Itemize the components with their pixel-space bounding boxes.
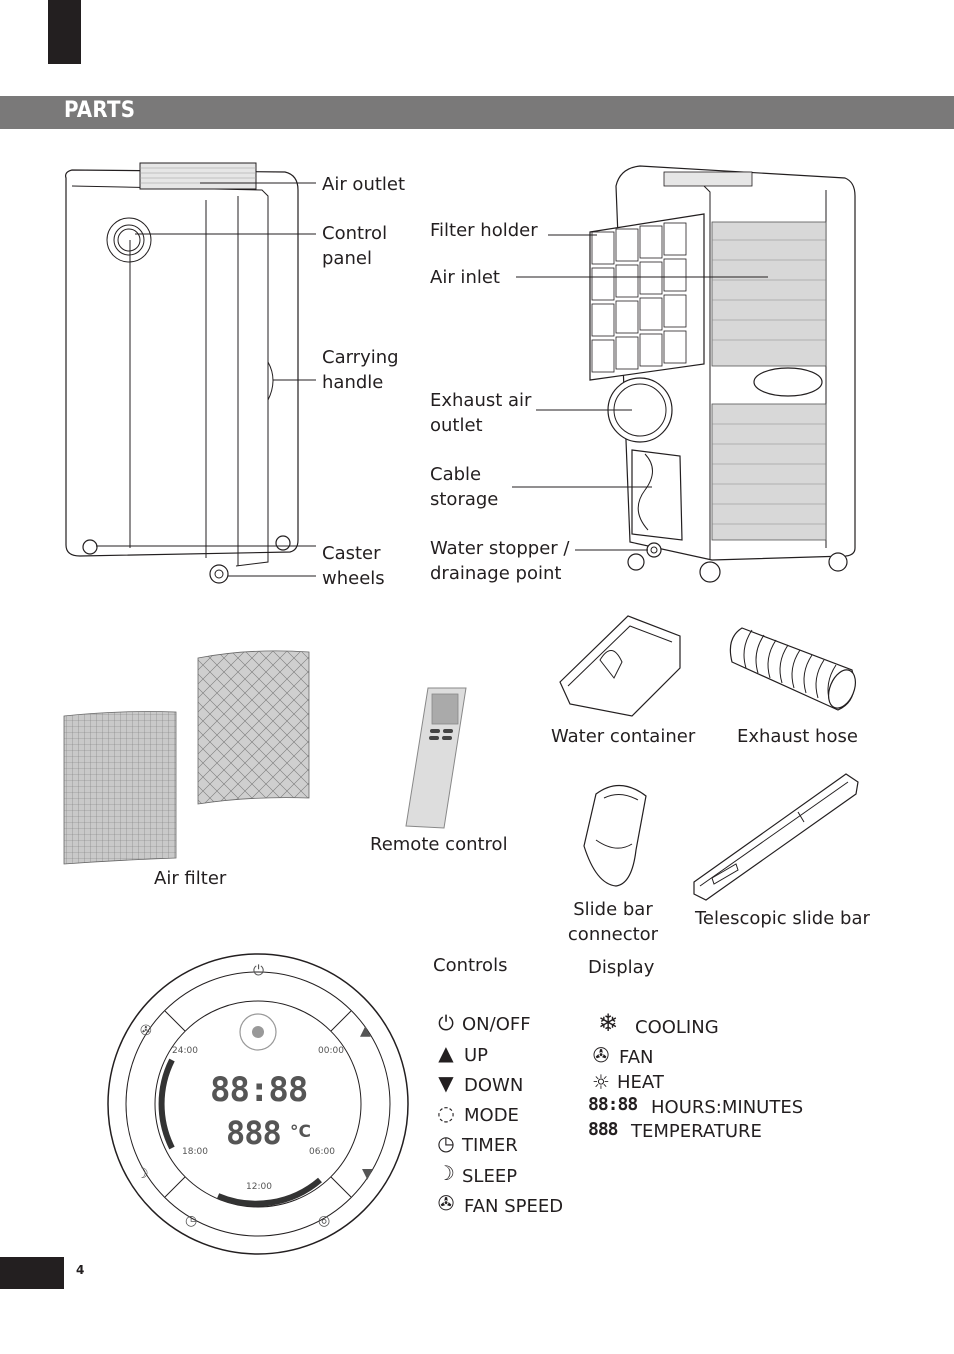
panel-clock-digits: 88:88 (210, 1070, 308, 1110)
up-icon: ▲ (438, 1041, 454, 1065)
label-remote-control: Remote control (370, 834, 508, 855)
timer-icon: ◷ (437, 1131, 455, 1155)
panel-time-12: 12:00 (246, 1182, 272, 1192)
label-air-filter: Air filter (154, 868, 227, 889)
display-heading: Display (588, 957, 655, 978)
fan-speed-button-icon: ✇ (140, 1023, 152, 1039)
slide-bar-connector-drawing (583, 784, 647, 887)
panel-time-24: 24:00 (172, 1046, 198, 1056)
panel-temp-unit: °C (290, 1122, 311, 1142)
control-label: FAN SPEED (464, 1196, 564, 1217)
label-control-panel: Control panel (322, 223, 388, 269)
down-button-icon: ▼ (362, 1166, 373, 1182)
temp-digits-icon: 888 (588, 1119, 618, 1140)
label-cable-storage: Cable storage (430, 464, 499, 510)
label-exhaust-air-outlet: Exhaust air outlet (430, 390, 532, 436)
panel-time-00: 00:00 (318, 1046, 344, 1056)
corner-tab (48, 0, 81, 64)
sleep-icon: ☽ (437, 1161, 455, 1185)
telescopic-slide-bar-drawing (693, 773, 859, 901)
label-air-outlet: Air outlet (322, 174, 406, 195)
display-label: TEMPERATURE (631, 1121, 762, 1142)
panel-temp-digits: 888 (226, 1114, 282, 1152)
air-filter-sheet-front (63, 711, 177, 865)
footer-tab (0, 1257, 64, 1289)
air-filter-sheet-back (197, 650, 310, 805)
label-exhaust-hose: Exhaust hose (737, 726, 858, 747)
display-label: HOURS:MINUTES (651, 1097, 804, 1118)
control-label: SLEEP (462, 1166, 518, 1187)
label-air-inlet: Air inlet (430, 267, 500, 288)
control-label: TIMER (462, 1135, 518, 1156)
fan-speed-icon: ✇ (437, 1191, 455, 1215)
panel-time-06: 06:00 (309, 1147, 335, 1157)
page-number: 4 (76, 1263, 85, 1277)
control-label: MODE (464, 1105, 519, 1126)
panel-time-18: 18:00 (182, 1147, 208, 1157)
label-telescopic-slide-bar: Telescopic slide bar (695, 908, 870, 929)
section-title: PARTS (64, 98, 136, 123)
up-button-icon: ▲ (360, 1023, 371, 1039)
display-label: COOLING (635, 1017, 719, 1038)
control-label: UP (464, 1045, 489, 1066)
control-label: DOWN (464, 1075, 524, 1096)
label-slide-bar-connector: Slide bar connector (567, 899, 659, 945)
sleep-button-icon: ☽ (136, 1166, 149, 1182)
rear-unit-drawing (589, 165, 856, 583)
control-label: ON/OFF (462, 1014, 531, 1035)
fan-icon: ✇ (592, 1043, 610, 1067)
label-filter-holder: Filter holder (430, 220, 538, 241)
controls-heading: Controls (433, 955, 508, 976)
display-label: FAN (619, 1047, 654, 1068)
down-icon: ▼ (438, 1071, 454, 1095)
remote-control-drawing (405, 687, 467, 829)
exhaust-hose-drawing (729, 627, 857, 711)
power-icon: ⏻ (438, 1011, 454, 1035)
control-panel-drawing: ⏻ ▲ ▼ ◎ ◷ ☽ ✇ (107, 953, 409, 1255)
label-caster-wheels: Caster wheels (322, 543, 385, 589)
power-button-icon: ⏻ (253, 963, 264, 979)
heat-icon: ☼ (592, 1070, 610, 1094)
mode-icon: ◌ (437, 1101, 455, 1125)
section-bar (0, 96, 954, 129)
cooling-icon: ❄ (597, 1009, 619, 1037)
timer-button-icon: ◷ (185, 1213, 197, 1229)
mode-button-icon: ◎ (318, 1213, 330, 1229)
front-unit-drawing (65, 162, 299, 584)
label-water-stopper: Water stopper / drainage point (430, 538, 570, 584)
display-label: HEAT (617, 1072, 664, 1093)
label-carrying-handle: Carrying handle (322, 347, 399, 393)
clock-digits-icon: 88:88 (588, 1094, 638, 1115)
water-container-drawing (559, 615, 681, 717)
label-water-container: Water container (551, 726, 696, 747)
